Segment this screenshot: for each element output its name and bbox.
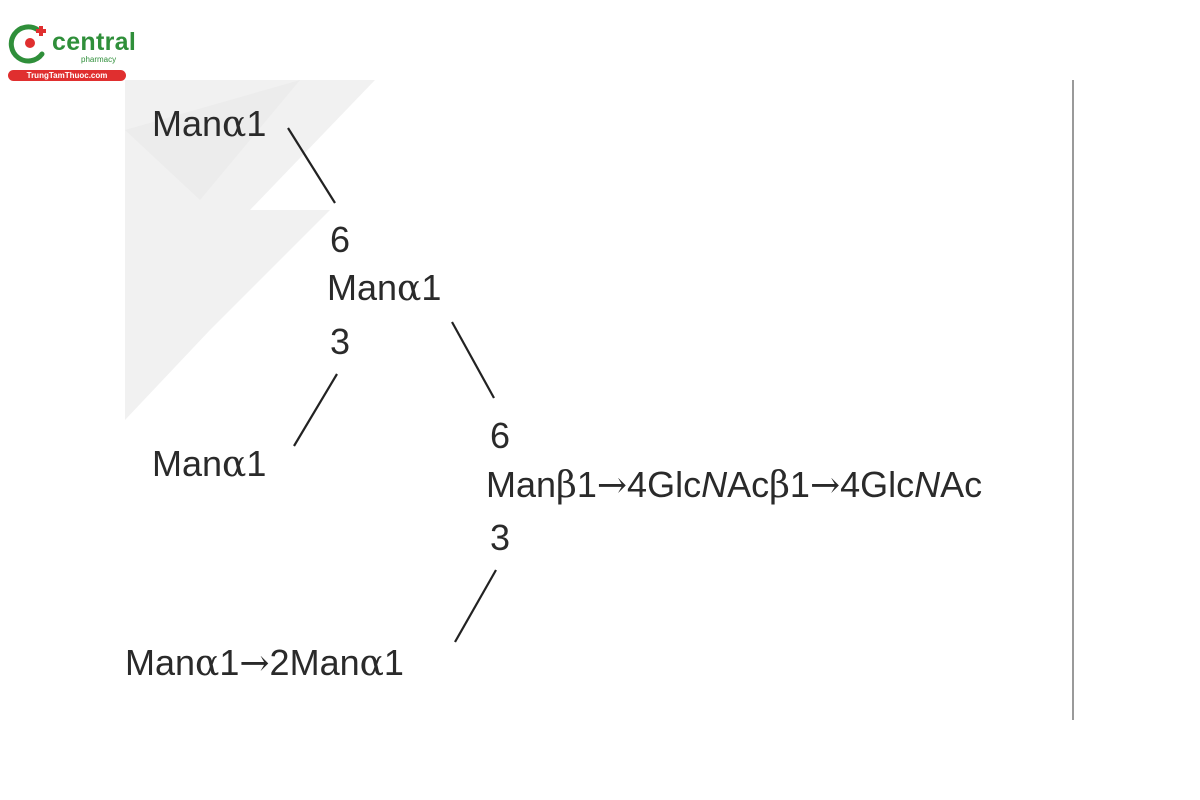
logo-subtitle: pharmacy xyxy=(81,55,117,64)
label-middle-man: Manα1 xyxy=(152,443,267,485)
label-bottom-chain: Manα1→2Manα1 xyxy=(125,642,404,684)
linkage-6-core: 6 xyxy=(490,415,511,456)
bond-top-to-6 xyxy=(287,127,336,204)
linkage-6-upper: 6 xyxy=(330,219,351,260)
label-top-man: Manα1 xyxy=(152,103,267,145)
logo-banner: TrungTamThuoc.com xyxy=(8,70,126,81)
label-central-man: Manα1 xyxy=(327,267,442,309)
brand-logo: central pharmacy TrungTamThuoc.com xyxy=(8,22,137,84)
right-border-line xyxy=(1072,80,1074,720)
bond-central-to-core-6 xyxy=(451,321,495,399)
label-core-chain: Manβ1→4GlcNAcβ1→4GlcNAc xyxy=(486,464,983,506)
linkage-3-core: 3 xyxy=(490,517,511,558)
linkage-3-upper: 3 xyxy=(330,321,351,362)
logo-name: central xyxy=(52,28,137,56)
bond-core-3-to-bottom xyxy=(454,569,497,643)
bond-3-to-middle xyxy=(293,373,338,447)
logo-c-icon xyxy=(8,24,46,64)
